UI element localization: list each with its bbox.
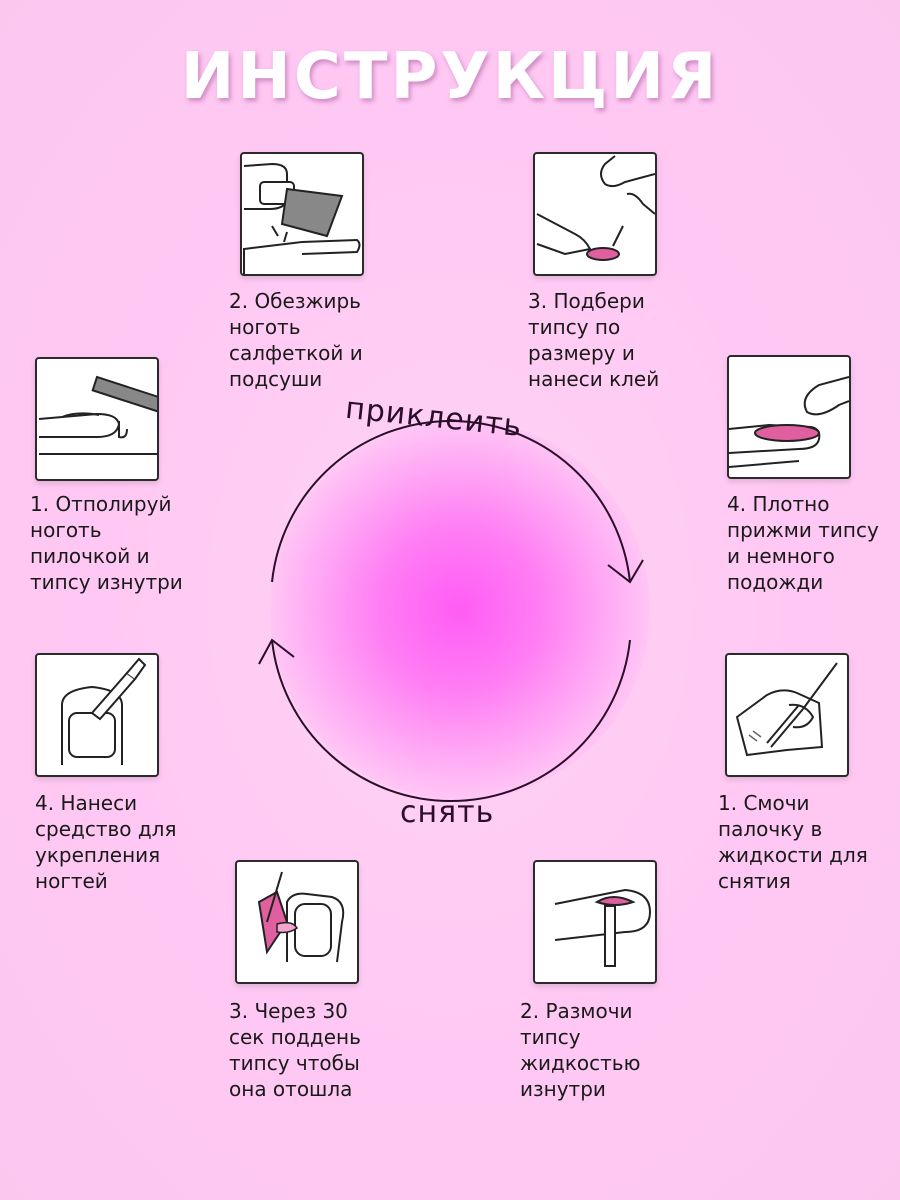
apply-step-4-card <box>727 355 851 479</box>
napkin-icon <box>243 162 361 274</box>
remove-label: снять <box>400 795 495 830</box>
apply-arc <box>271 419 631 583</box>
lift-tip-icon <box>257 871 345 963</box>
press-tip-icon <box>729 376 849 468</box>
remove-step-1-text: 1. Смочи палочку в жидкости для снятия <box>718 791 868 893</box>
remove-step-4-card <box>35 653 159 777</box>
remove-step-3-card <box>235 860 359 984</box>
soak-tip-icon <box>554 888 652 967</box>
page-title: ИНСТРУКЦИЯ <box>180 40 720 114</box>
apply-step-1-card <box>35 357 159 481</box>
glue-tip-icon <box>536 155 655 261</box>
nail-file-icon <box>38 375 157 455</box>
remove-arc <box>271 639 631 803</box>
remove-step-2-text: 2. Размочи типсу жидкостью изнутри <box>520 999 641 1101</box>
apply-step-1-text: 1. Отполируй ноготь пилочкой и типсу изн… <box>30 492 183 594</box>
stick-dip-icon <box>735 662 838 757</box>
remove-step-3-text: 3. Через 30 сек поддень типсу чтобы она … <box>229 999 361 1101</box>
remove-arrowhead <box>258 638 295 665</box>
apply-step-3-card <box>533 152 657 276</box>
remove-step-2-card <box>533 860 657 984</box>
brush-nail-icon <box>61 657 147 765</box>
remove-step-1-card <box>725 653 849 777</box>
apply-step-2-text: 2. Обезжирь ноготь салфеткой и подсуши <box>229 289 363 391</box>
apply-step-2-card <box>240 152 364 276</box>
remove-step-4-text: 4. Нанеси средство для укрепления ногтей <box>35 791 177 893</box>
apply-step-4-text: 4. Плотно прижми типсу и немного подожди <box>727 492 879 594</box>
apply-step-3-text: 3. Подбери типсу по размеру и нанеси кле… <box>528 289 660 391</box>
apply-arrowhead <box>607 559 644 584</box>
